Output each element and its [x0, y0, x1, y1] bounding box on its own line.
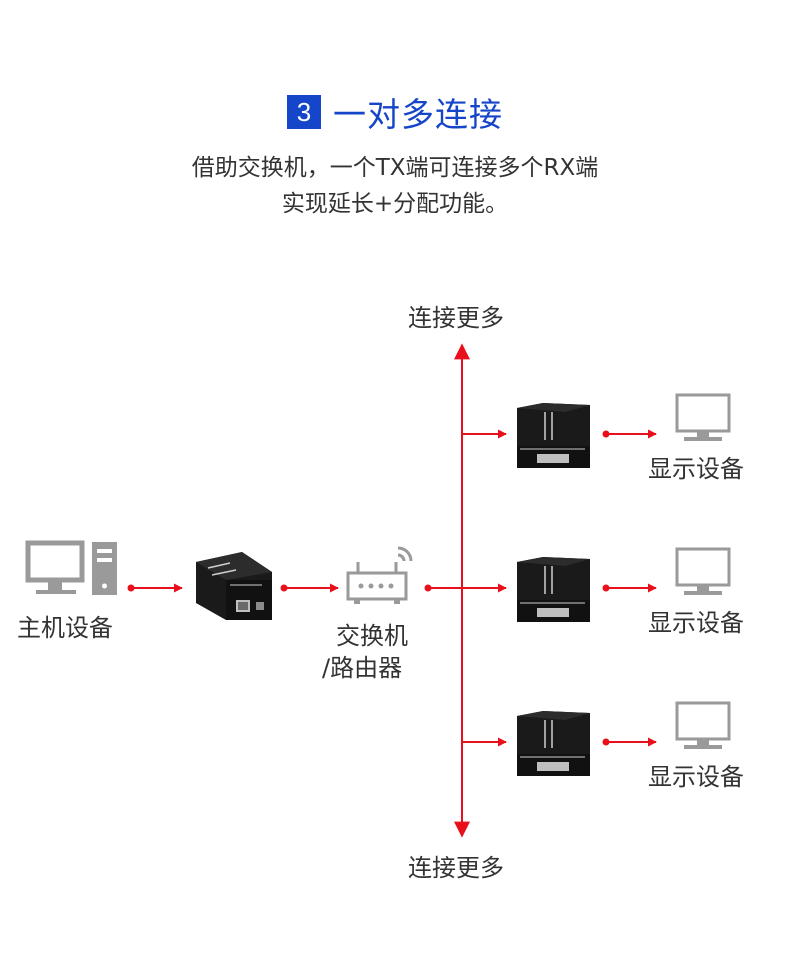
display-label-1: 显示设备: [648, 455, 744, 483]
connector-switch-bus: [424, 584, 462, 592]
more-top-label: 连接更多: [408, 304, 504, 332]
connector-rx-monitor-1: [602, 429, 657, 439]
description-line-2: 实现延长+分配功能。: [281, 191, 509, 217]
monitor-icon: [675, 393, 731, 441]
computer-icon: [25, 540, 85, 594]
rx-extender-icon: [517, 557, 590, 622]
more-bottom-label: 连接更多: [408, 854, 504, 882]
switch-label-line-2: /路由器: [322, 654, 403, 682]
section-heading: 3 一对多连接: [0, 88, 790, 136]
rx-extender-icon: [517, 711, 590, 776]
connector-rx-monitor-3: [602, 737, 657, 747]
connector-rx-monitor-2: [602, 583, 657, 593]
display-label-3: 显示设备: [648, 763, 744, 791]
connector-tx-switch: [280, 583, 339, 593]
host-label: 主机设备: [17, 614, 113, 642]
rx-extender-icon: [517, 403, 590, 468]
switch-label-line-1: 交换机: [336, 622, 408, 650]
section-number: 3: [287, 95, 321, 129]
monitor-icon: [675, 547, 731, 595]
description-line-1: 借助交换机，一个TX端可连接多个RX端: [191, 155, 599, 181]
tower-icon: [92, 542, 117, 595]
section-title: 一对多连接: [333, 95, 503, 134]
monitor-icon: [675, 701, 731, 749]
display-label-2: 显示设备: [648, 609, 744, 637]
connector-host-tx: [127, 583, 183, 593]
tx-extender-icon: [196, 552, 272, 620]
router-icon: [346, 546, 413, 604]
